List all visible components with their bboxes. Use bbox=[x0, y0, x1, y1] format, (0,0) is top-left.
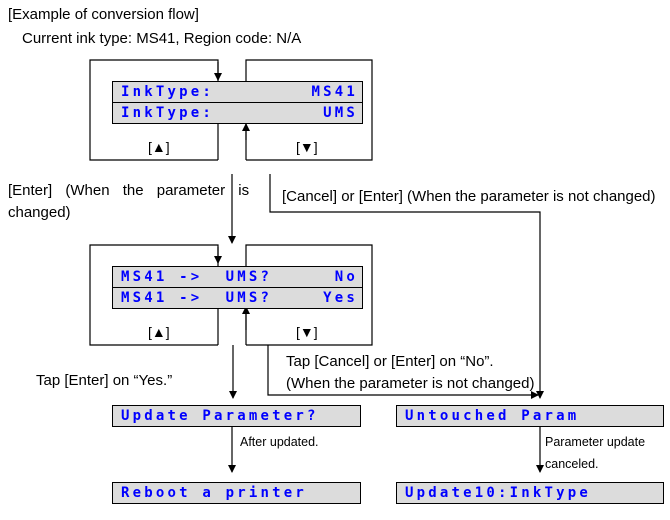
lcd-untouched-param: Untouched Param bbox=[396, 405, 664, 427]
diagram-subtitle: Current ink type: MS41, Region code: N/A bbox=[22, 30, 302, 47]
lcd-text-left: InkType: bbox=[121, 105, 215, 121]
arrow-no-to-untouched bbox=[267, 345, 539, 399]
label-tap-no-cont: (When the parameter is not changed) bbox=[286, 375, 535, 392]
lcd-inktype-ums: InkType: UMS bbox=[112, 102, 363, 124]
lcd-text: Untouched Param bbox=[405, 408, 580, 424]
lcd-text-left: InkType: bbox=[121, 84, 215, 100]
label-after-updated: After updated. bbox=[240, 435, 319, 449]
down-key-label-1: [▼] bbox=[296, 139, 318, 155]
arrow-cancel-to-untouched bbox=[269, 174, 544, 399]
lcd-text-right: MS41 bbox=[311, 84, 358, 100]
up-key-label-2: [▲] bbox=[148, 324, 170, 340]
lcd-update10-inktype: Update10:InkType bbox=[396, 482, 664, 504]
label-param-canceled-cont: canceled. bbox=[545, 457, 599, 471]
lcd-text-right: Yes bbox=[323, 290, 358, 306]
lcd-text: Reboot a printer bbox=[121, 485, 308, 501]
down-key-label-2: [▼] bbox=[296, 324, 318, 340]
lcd-text-right: No bbox=[334, 269, 358, 285]
lcd-text-left: MS41 -> UMS? bbox=[121, 269, 273, 285]
lcd-confirm-no: MS41 -> UMS? No bbox=[112, 266, 363, 288]
lcd-reboot-printer: Reboot a printer bbox=[112, 482, 361, 504]
lcd-update-parameter: Update Parameter? bbox=[112, 405, 361, 427]
label-enter-changed: [Enter] (When the parameter is bbox=[8, 182, 250, 199]
diagram-title: [Example of conversion flow] bbox=[8, 6, 199, 23]
label-tap-no: Tap [Cancel] or [Enter] on “No”. bbox=[286, 353, 494, 370]
lcd-text: Update10:InkType bbox=[405, 485, 592, 501]
lcd-confirm-yes: MS41 -> UMS? Yes bbox=[112, 287, 363, 309]
lcd-text-left: MS41 -> UMS? bbox=[121, 290, 273, 306]
lcd-text: Update Parameter? bbox=[121, 408, 319, 424]
lcd-inktype-ms41: InkType: MS41 bbox=[112, 81, 363, 103]
label-cancel-unchanged: [Cancel] or [Enter] (When the parameter … bbox=[282, 188, 656, 205]
label-enter-changed-cont: changed) bbox=[8, 204, 71, 221]
up-key-label-1: [▲] bbox=[148, 139, 170, 155]
lcd-text-right: UMS bbox=[323, 105, 358, 121]
label-tap-yes: Tap [Enter] on “Yes.” bbox=[36, 372, 173, 389]
label-param-canceled: Parameter update bbox=[545, 435, 646, 449]
